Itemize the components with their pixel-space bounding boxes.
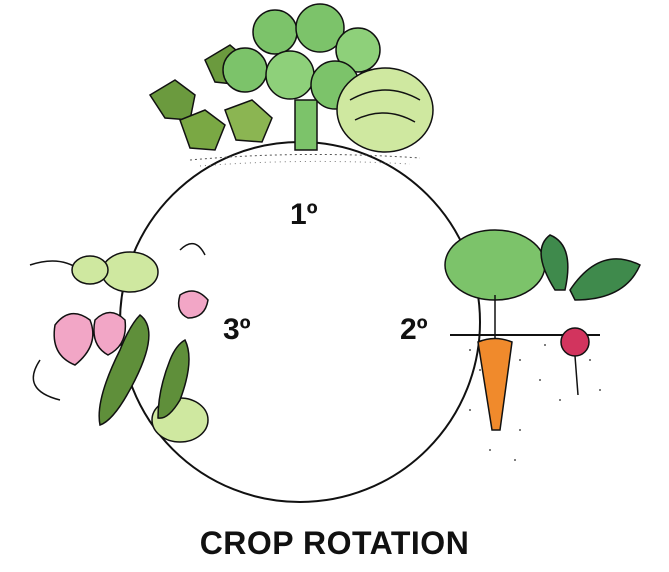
leafy-greens-icon [150, 4, 433, 152]
root-vegetables-icon [445, 230, 640, 461]
step-2-label: 2º [400, 315, 428, 345]
legumes-icon [30, 244, 208, 442]
step-3-label: 3º [223, 315, 251, 345]
diagram-caption: CROP ROTATION [0, 527, 669, 559]
step-1-label: 1º [290, 200, 318, 230]
